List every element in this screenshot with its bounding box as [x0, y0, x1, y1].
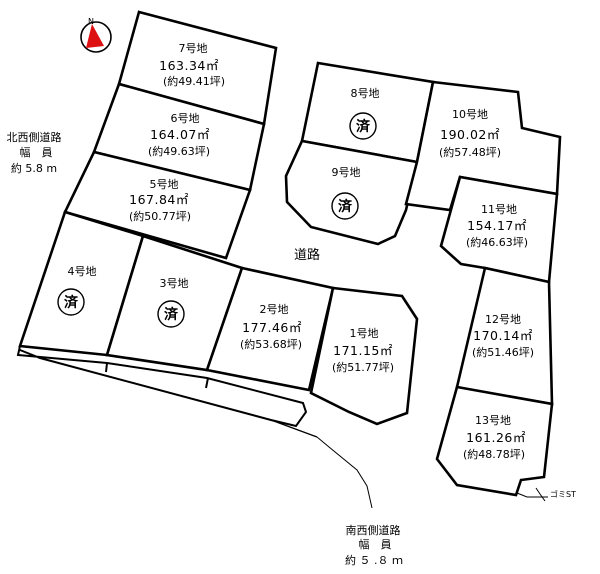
north-arrow-icon: N [80, 17, 112, 53]
internal-road-label: 道路 [294, 247, 320, 263]
lot-4-sold-badge: 済 [57, 288, 85, 316]
lot-13[interactable] [435, 385, 554, 497]
lot-3-label: 3号地 [160, 277, 189, 290]
lot-12-name: 12号地 [485, 313, 521, 326]
lot-5[interactable] [63, 150, 252, 260]
lot-13-tsubo: (約48.78坪) [463, 447, 525, 461]
lot-1-area: 171.15㎡ [333, 343, 393, 358]
lot-9-sold-badge: 済 [331, 192, 359, 220]
garbage-station-label: ゴミST [550, 489, 576, 499]
lot-4-label: 4号地 [68, 265, 97, 278]
lot-5-tsubo: (約50.77坪) [129, 209, 191, 223]
south-boundary-lines [16, 345, 548, 509]
southwest-road-width-value: 約 ５ .８ ｍ [345, 553, 403, 567]
southwest-road-annotation: 南西側道路 幅 員 約 ５ .８ ｍ [345, 523, 403, 567]
lot-6-tsubo: (約49.63坪) [148, 144, 210, 158]
northwest-road-width-label: 幅 員 [20, 146, 53, 159]
lot-2-label: 2号地 177.46㎡ (約53.68坪) [240, 303, 302, 351]
southwest-road-width-label: 幅 員 [359, 538, 392, 551]
lot-2-area: 177.46㎡ [242, 320, 302, 335]
lot-1-label: 1号地 171.15㎡ (約51.77坪) [332, 327, 394, 374]
lot-10-tsubo: (約57.48坪) [439, 145, 501, 159]
lot-6-label: 6号地 164.07㎡ (約49.63坪) [148, 112, 210, 158]
lot-7-tsubo: (約49.41坪) [163, 74, 225, 88]
lot-2-tsubo: (約53.68坪) [240, 337, 302, 351]
lot-4-sold-mark: 済 [64, 294, 79, 311]
lot-5-name: 5号地 [150, 178, 179, 191]
north-letter: N [88, 17, 94, 26]
lot-11-name: 11号地 [481, 203, 517, 216]
lot-8-name: 8号地 [351, 87, 380, 100]
lot-11-area: 154.17㎡ [467, 218, 527, 233]
lot-9-label: 9号地 [332, 166, 361, 179]
lot-13-name: 13号地 [475, 414, 511, 427]
southwest-road-name: 南西側道路 [346, 523, 401, 537]
northwest-road-name: 北西側道路 [7, 130, 62, 144]
lot-5-area: 167.84㎡ [129, 192, 189, 207]
lot-6-area: 164.07㎡ [150, 127, 210, 142]
lot-12-label: 12号地 170.14㎡ (約51.46坪) [472, 313, 534, 359]
lot-9-sold-mark: 済 [338, 198, 353, 215]
lot-6-name: 6号地 [171, 112, 200, 125]
northwest-road-width-value: 約 5.8 m [11, 161, 57, 175]
northwest-road-annotation: 北西側道路 幅 員 約 5.8 m [7, 130, 62, 175]
lot-11-tsubo: (約46.63坪) [466, 235, 528, 249]
lot-4-name: 4号地 [68, 265, 97, 278]
lot-8-sold-mark: 済 [356, 118, 371, 135]
lot-10-name: 10号地 [452, 108, 488, 121]
lot-1-tsubo: (約51.77坪) [332, 360, 394, 374]
lot-12-area: 170.14㎡ [473, 328, 533, 343]
lot-8-sold-badge: 済 [349, 112, 377, 140]
lot-8-label: 8号地 [351, 87, 380, 100]
lot-1[interactable] [309, 286, 419, 426]
lot-13-area: 161.26㎡ [466, 430, 526, 445]
lot-11-label: 11号地 154.17㎡ (約46.63坪) [466, 203, 528, 249]
lot-3-sold-badge: 済 [157, 300, 185, 328]
lot-10-label: 10号地 190.02㎡ (約57.48坪) [439, 108, 501, 159]
lot-7-name: 7号地 [179, 42, 208, 55]
lot-1-name: 1号地 [350, 327, 379, 340]
lot-10-area: 190.02㎡ [440, 127, 500, 142]
lot-9-name: 9号地 [332, 166, 361, 179]
lot-2[interactable] [205, 266, 335, 392]
lot-7-area: 163.34㎡ [159, 58, 219, 73]
lot-2-name: 2号地 [260, 303, 289, 316]
lot-3-name: 3号地 [160, 277, 189, 290]
lot-3-sold-mark: 済 [164, 306, 179, 323]
lot-7-label: 7号地 163.34㎡ (約49.41坪) [159, 42, 225, 88]
lot-13-label: 13号地 161.26㎡ (約48.78坪) [463, 414, 526, 461]
lot-12-tsubo: (約51.46坪) [472, 345, 534, 359]
lot-5-label: 5号地 167.84㎡ (約50.77坪) [129, 178, 191, 223]
